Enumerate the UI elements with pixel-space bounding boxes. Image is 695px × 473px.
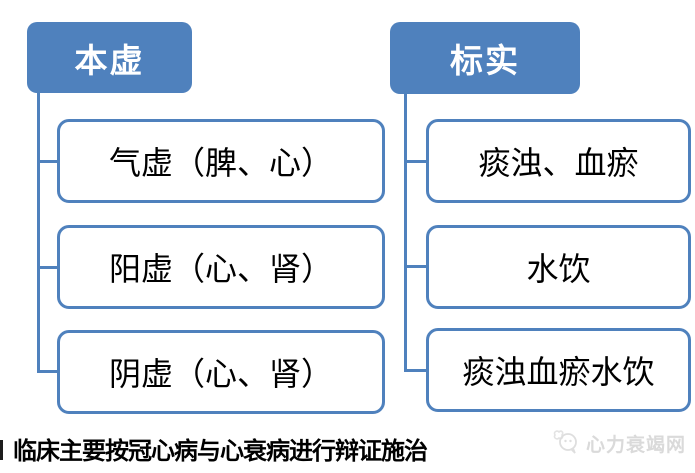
child-node-tanzhuo-xueyu: 痰浊、血瘀	[426, 119, 691, 203]
megaphone-icon	[549, 429, 581, 457]
connector-right-vertical	[404, 94, 407, 371]
child-node-tanzhuo-xueyu-shuiyin: 痰浊血瘀水饮	[426, 328, 691, 412]
child-node-label: 阳虚（心、肾）	[108, 250, 333, 288]
root-node-label: 本虚	[74, 40, 145, 80]
child-node-yinxu: 阴虚（心、肾）	[57, 330, 385, 414]
child-node-label: 痰浊、血瘀	[478, 144, 639, 182]
child-node-label: 气虚（脾、心）	[108, 144, 333, 182]
connector-left-stub	[37, 266, 57, 269]
child-node-shuiyin: 水饮	[426, 225, 691, 309]
connector-right-stub	[404, 369, 426, 372]
child-node-label: 痰浊血瘀水饮	[462, 353, 655, 391]
child-node-label: 阴虚（心、肾）	[108, 355, 333, 393]
root-node-benxu: 本虚	[27, 22, 192, 93]
watermark-label: 心力衰竭网	[586, 434, 687, 456]
connector-left-stub	[37, 370, 57, 373]
connector-right-stub	[404, 265, 426, 268]
caption: 临床主要按冠心病与心衰病进行辩证施治	[13, 438, 428, 465]
root-node-label: 标实	[450, 41, 520, 80]
connector-right-stub	[404, 160, 426, 163]
child-node-label: 水饮	[526, 250, 591, 288]
root-node-biaoshi: 标实	[390, 22, 580, 94]
connector-left-vertical	[37, 93, 40, 372]
watermark: 心力衰竭网	[549, 429, 686, 457]
child-node-yangxu: 阳虚（心、肾）	[57, 225, 385, 309]
child-node-qixu: 气虚（脾、心）	[57, 119, 385, 203]
clipped-glyph-fragment	[0, 440, 3, 460]
connector-left-stub	[37, 160, 57, 163]
